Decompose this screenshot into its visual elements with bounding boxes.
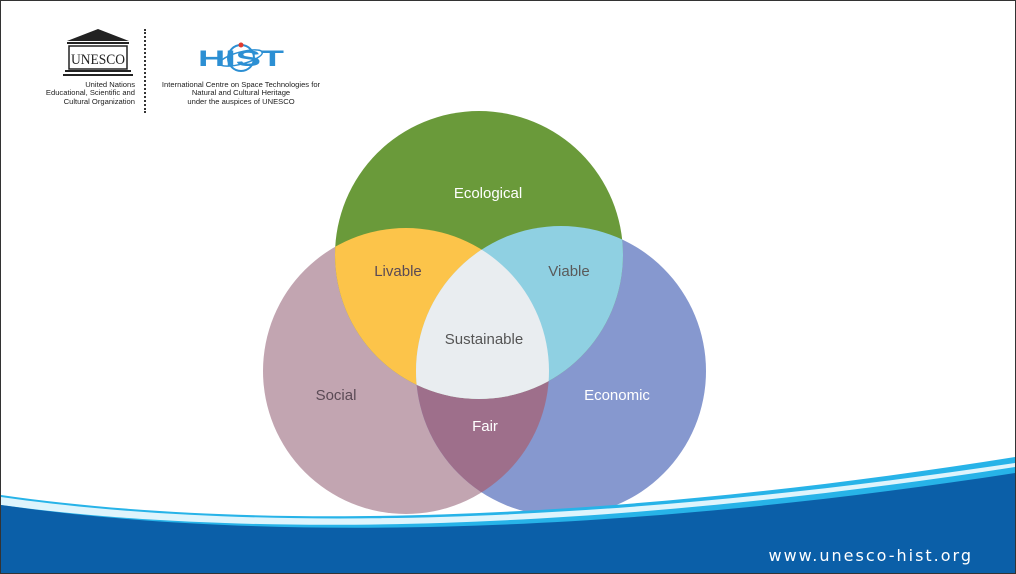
unesco-caption: United Nations Educational, Scientific a… [19,80,135,106]
label-fair: Fair [472,418,498,435]
hist-line-2: Natural and Cultural Heritage [191,88,291,98]
hist-line-1: International Centre on Space Technologi… [161,80,321,89]
unesco-line-1: United Nations [85,80,135,89]
unesco-logo: UNESCO [63,29,133,76]
hist-line-3: under the auspices of UNESCO [187,96,295,106]
footer-wave: www.unesco-hist.org [1,453,1015,573]
label-ecological: Ecological [454,185,522,202]
hist-logo-text: HIST [198,46,285,71]
wave-graphic [1,457,1015,573]
label-livable: Livable [374,263,422,280]
label-viable: Viable [548,263,589,280]
label-sustainable: Sustainable [445,331,523,348]
footer-url[interactable]: www.unesco-hist.org [768,546,973,565]
label-social: Social [316,387,357,404]
hist-logo: HIST [198,42,285,72]
overlap-sustainable [416,228,549,399]
logo-divider [144,29,146,113]
unesco-line-2: Educational, Scientific and [45,88,135,98]
header-logos: UNESCO United Nations Educational, Scien… [1,1,401,121]
unesco-logo-text: UNESCO [71,52,125,68]
label-economic: Economic [584,387,650,404]
hist-caption: International Centre on Space Technologi… [151,80,331,106]
unesco-line-3: Cultural Organization [63,96,135,106]
